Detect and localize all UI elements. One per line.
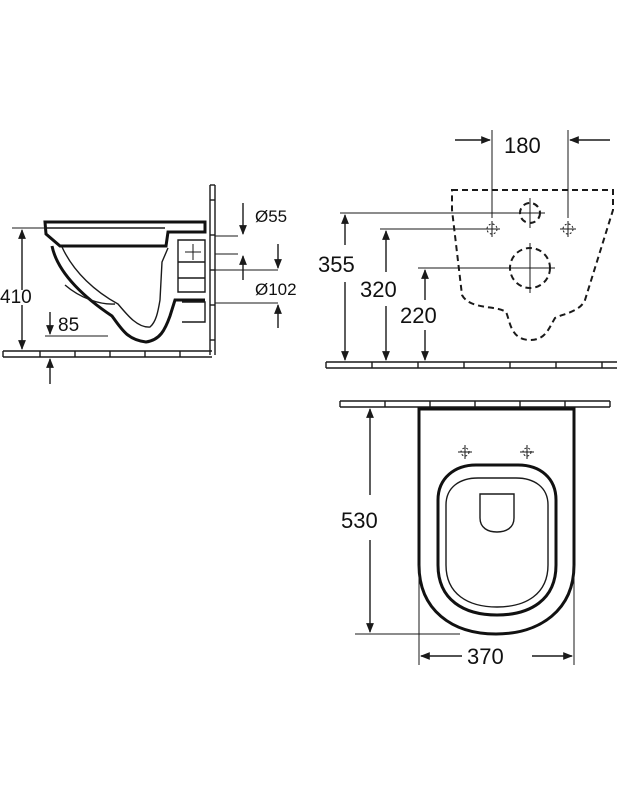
side-floor <box>2 350 212 358</box>
dimension-width: 370 <box>418 565 575 669</box>
dimension-height-220-label: 220 <box>400 303 437 328</box>
top-seat-ring <box>436 463 558 617</box>
top-bowl-opening <box>445 477 549 608</box>
dimension-width-label: 370 <box>467 644 504 669</box>
rear-view: 180 355 320 220 <box>318 130 617 369</box>
top-drain <box>479 493 515 533</box>
dimension-pipe-small: Ø55 <box>239 203 287 280</box>
dimension-spacing-label: 180 <box>504 133 541 158</box>
rear-fixing-holes <box>484 198 576 293</box>
side-wall <box>209 184 216 355</box>
top-outline <box>417 407 576 636</box>
water-inlet <box>515 198 545 228</box>
dimension-height-floor-label: 85 <box>58 315 79 336</box>
top-fixing-right <box>520 445 534 459</box>
rear-outline <box>451 189 614 342</box>
fixing-hole-left <box>484 221 500 237</box>
dimension-height-320: 320 <box>360 230 397 361</box>
rear-extension-lines <box>340 212 518 269</box>
fixing-hole-right <box>560 221 576 237</box>
side-view: Ø55 Ø102 410 85 <box>0 184 297 384</box>
dimension-height-320-label: 320 <box>360 277 397 302</box>
dimension-height-total-label: 410 <box>0 287 32 308</box>
top-view: 530 370 <box>339 400 611 669</box>
top-fixing-left <box>458 445 472 459</box>
dimension-height-floor: 85 <box>45 312 108 384</box>
dimension-pipe-large-label: Ø102 <box>255 280 297 299</box>
side-pipe-connections <box>185 235 278 304</box>
dimension-height-total: 410 <box>0 227 46 350</box>
dimension-height-355: 355 <box>318 214 355 361</box>
dimension-spacing: 180 <box>455 130 610 218</box>
dimension-pipe-large: Ø102 <box>255 244 297 328</box>
side-toilet-body <box>43 220 207 344</box>
dimension-length-label: 530 <box>341 508 378 533</box>
waste-outlet <box>505 243 555 293</box>
dimension-height-355-label: 355 <box>318 252 355 277</box>
top-wall <box>339 400 611 408</box>
dimension-length: 530 <box>341 408 460 635</box>
dimension-pipe-small-label: Ø55 <box>255 207 287 226</box>
dimension-height-220: 220 <box>400 269 437 361</box>
rear-floor <box>325 361 617 369</box>
